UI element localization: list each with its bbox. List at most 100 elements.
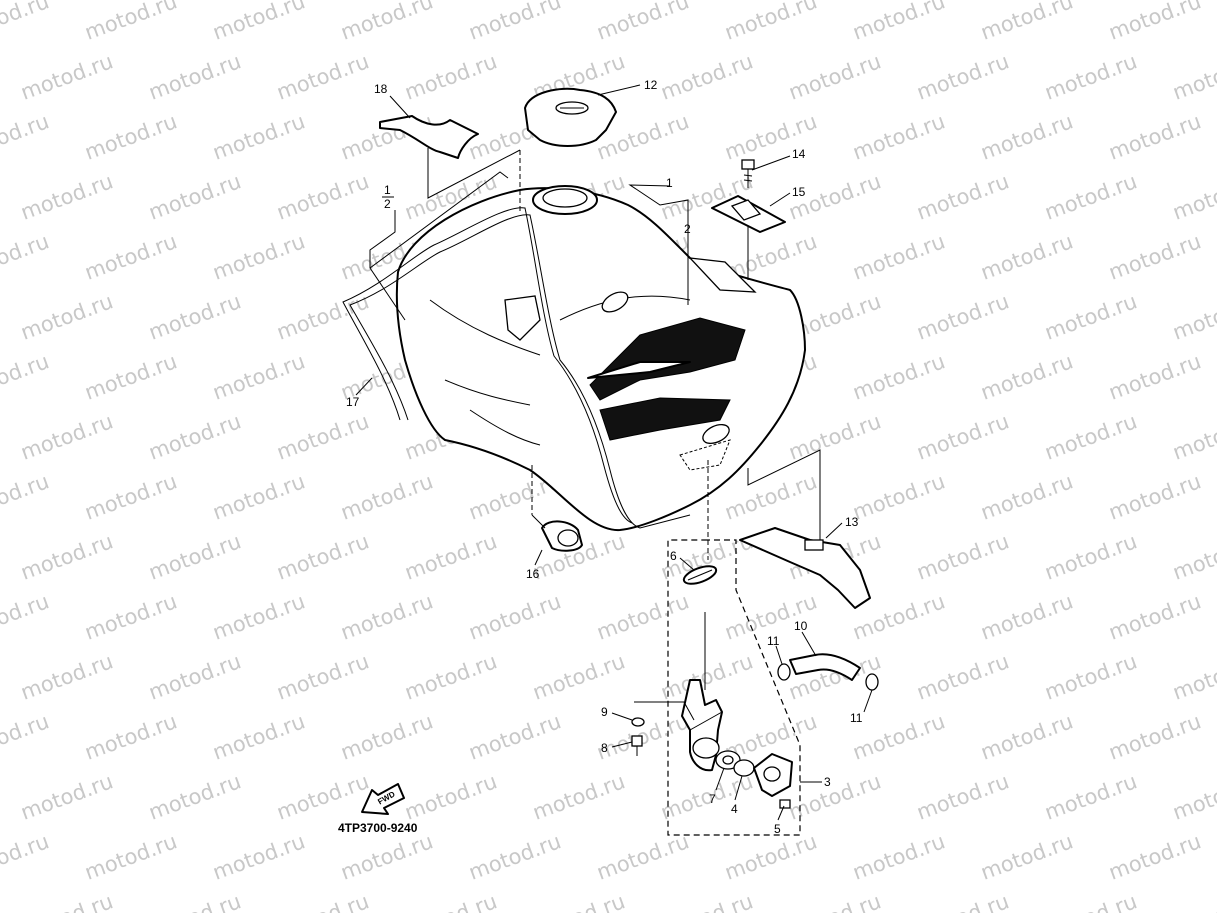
watermark-text: motod.ru xyxy=(146,529,245,585)
watermark-text: motod.ru xyxy=(18,529,117,585)
filler-neck xyxy=(532,185,598,215)
watermark-text: motod.ru xyxy=(978,109,1077,165)
watermark-text: motod.ru xyxy=(18,289,117,345)
watermark-text: motod.ru xyxy=(978,349,1077,405)
watermark-text: motod.ru xyxy=(338,0,437,45)
watermark-text: motod.ru xyxy=(722,469,821,525)
watermark-text: motod.ru xyxy=(82,589,181,645)
watermark-text: motod.ru xyxy=(1170,169,1217,225)
watermark-text: motod.ru xyxy=(0,109,52,165)
watermark-text: motod.ru xyxy=(146,889,245,913)
watermark-text: motod.ru xyxy=(850,109,949,165)
watermark-text: motod.ru xyxy=(1042,769,1141,825)
watermark-text: motod.ru xyxy=(1170,49,1217,105)
watermark-text: motod.ru xyxy=(978,0,1077,45)
watermark-text: motod.ru xyxy=(1106,109,1205,165)
watermark-text: motod.ru xyxy=(18,49,117,105)
callout-3: 3 xyxy=(824,775,831,789)
watermark-text: motod.ru xyxy=(210,709,309,765)
watermark-text: motod.ru xyxy=(274,649,373,705)
watermark-text: motod.ru xyxy=(978,829,1077,885)
fwd-arrow-icon: FWD xyxy=(361,783,405,815)
callout-11-lower: 11 xyxy=(850,711,863,725)
callout-4: 4 xyxy=(731,802,738,816)
watermark-text: motod.ru xyxy=(1106,229,1205,285)
watermark-text: motod.ru xyxy=(18,769,117,825)
watermark-text: motod.ru xyxy=(658,49,757,105)
watermark-text: motod.ru xyxy=(0,709,52,765)
hose-clip-11a xyxy=(777,663,791,681)
watermark-text: motod.ru xyxy=(978,709,1077,765)
watermark-text: motod.ru xyxy=(82,469,181,525)
watermark-text: motod.ru xyxy=(1106,829,1205,885)
fuel-cap xyxy=(524,87,617,147)
watermark-text: motod.ru xyxy=(658,889,757,913)
watermark-text: motod.ru xyxy=(274,49,373,105)
part-code: 4TP3700-9240 xyxy=(338,821,418,835)
watermark-text: motod.ru xyxy=(850,709,949,765)
damper-16 xyxy=(541,520,583,552)
watermark-text: motod.ru xyxy=(146,49,245,105)
watermark-text: motod.ru xyxy=(658,649,757,705)
watermark-text: motod.ru xyxy=(1042,49,1141,105)
hose-clip-11b xyxy=(865,673,879,691)
watermark-text: motod.ru xyxy=(338,589,437,645)
watermark-text: motod.ru xyxy=(82,109,181,165)
bolt-14 xyxy=(741,159,755,188)
watermark-text: motod.ru xyxy=(1106,589,1205,645)
watermark-text: motod.ru xyxy=(0,229,52,285)
cover-13 xyxy=(739,527,871,609)
watermark-text: motod.ru xyxy=(402,769,501,825)
watermark-text: motod.ru xyxy=(466,709,565,765)
watermark-text: motod.ru xyxy=(0,0,52,45)
watermark-text: motod.ru xyxy=(18,169,117,225)
watermark-text: motod.ru xyxy=(914,289,1013,345)
watermark-text: motod.ru xyxy=(18,649,117,705)
watermark-text: motod.ru xyxy=(786,49,885,105)
watermark-text: motod.ru xyxy=(914,889,1013,913)
callout-16: 16 xyxy=(526,567,540,581)
watermark-text: motod.ru xyxy=(0,589,52,645)
callout-9: 9 xyxy=(601,705,608,719)
watermark-text: motod.ru xyxy=(594,0,693,45)
watermark-text: motod.ru xyxy=(146,169,245,225)
callout-8: 8 xyxy=(601,741,608,755)
watermark-text: motod.ru xyxy=(1042,169,1141,225)
watermark-text: motod.ru xyxy=(850,0,949,45)
callout-1-fraction-top: 1 xyxy=(384,183,391,197)
watermark-text: motod.ru xyxy=(1042,289,1141,345)
leader-lines xyxy=(355,84,873,836)
tank-seal-strip xyxy=(342,207,691,529)
watermark-text: motod.ru xyxy=(1042,409,1141,465)
watermark-text: motod.ru xyxy=(722,829,821,885)
watermark-text: motod.ru xyxy=(722,0,821,45)
watermark-text: motod.ru xyxy=(82,349,181,405)
watermark-text: motod.ru xyxy=(530,649,629,705)
tank-pad xyxy=(379,115,479,159)
watermark-text: motod.ru xyxy=(1170,769,1217,825)
callout-12: 12 xyxy=(644,78,658,92)
callout-7: 7 xyxy=(709,792,716,806)
watermark-text: motod.ru xyxy=(594,589,693,645)
watermark-text: motod.ru xyxy=(914,49,1013,105)
watermark-text: motod.ru xyxy=(1170,289,1217,345)
washer-9 xyxy=(631,717,645,727)
watermark-text: motod.ru xyxy=(914,769,1013,825)
watermark-text: motod.ru xyxy=(850,469,949,525)
watermark-text: motod.ru xyxy=(466,589,565,645)
watermark-text: motod.ru xyxy=(0,829,52,885)
watermark-text: motod.ru xyxy=(1106,349,1205,405)
gasket-6 xyxy=(682,565,718,585)
watermark-text: motod.ru xyxy=(402,649,501,705)
watermark-text: motod.ru xyxy=(530,769,629,825)
callout-labels: 1 1 2 2 3 4 5 6 7 8 9 10 11 11 12 13 14 … xyxy=(338,78,863,836)
watermark-text: motod.ru xyxy=(210,229,309,285)
callout-1-fraction-bottom: 2 xyxy=(384,197,391,211)
watermark-text: motod.ru xyxy=(722,109,821,165)
callout-15: 15 xyxy=(792,185,806,199)
watermark-text: motod.ru xyxy=(274,409,373,465)
watermark-text: motod.ru xyxy=(210,589,309,645)
watermark-text: motod.ru xyxy=(0,469,52,525)
fuel-cock xyxy=(681,612,793,809)
